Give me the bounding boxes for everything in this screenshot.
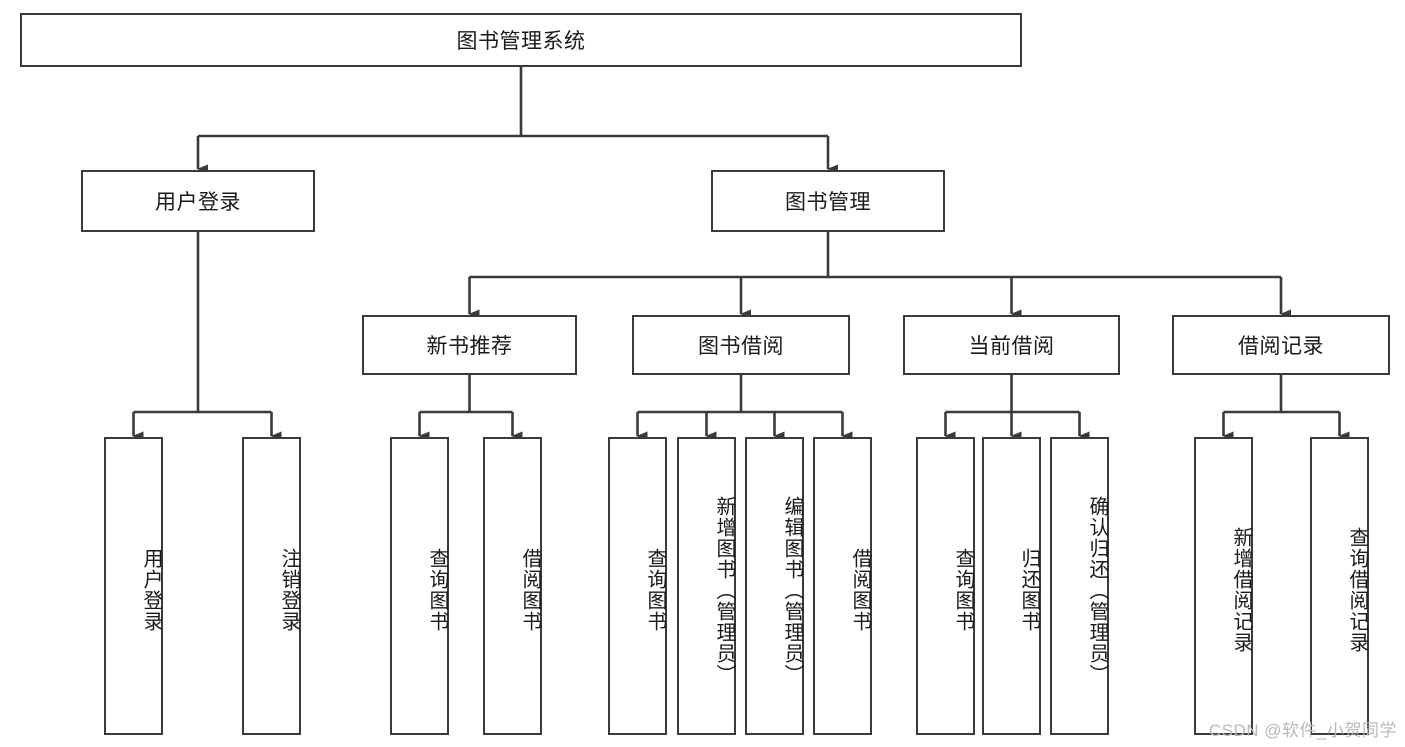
node-label: 查询图书 (952, 548, 974, 632)
node-root[interactable]: 图书管理系统 (20, 13, 1022, 67)
node-label: 编辑图书（管理员） (781, 495, 803, 685)
node-label: 图书管理系统 (456, 30, 586, 53)
node-label: 用户登录 (155, 191, 241, 214)
node-label: 归还图书 (1018, 548, 1040, 632)
node-leaf2[interactable]: 注销登录 (242, 437, 301, 735)
node-label: 图书管理 (785, 191, 871, 214)
node-label: 新增借阅记录 (1230, 527, 1252, 653)
node-label: 确认归还（管理员） (1086, 495, 1108, 685)
node-bookmgmt[interactable]: 图书管理 (711, 170, 945, 232)
node-records[interactable]: 借阅记录 (1172, 315, 1390, 375)
node-label: 图书借阅 (698, 335, 784, 358)
node-current[interactable]: 当前借阅 (903, 315, 1120, 375)
node-label: 查询图书 (644, 548, 666, 632)
node-leaf12[interactable]: 新增借阅记录 (1194, 437, 1253, 735)
node-login[interactable]: 用户登录 (81, 170, 315, 232)
node-leaf13[interactable]: 查询借阅记录 (1310, 437, 1369, 735)
node-leaf8[interactable]: 借阅图书 (813, 437, 872, 735)
node-label: 借阅图书 (849, 548, 871, 632)
node-leaf3[interactable]: 查询图书 (390, 437, 449, 735)
node-leaf11[interactable]: 确认归还（管理员） (1050, 437, 1109, 735)
node-leaf9[interactable]: 查询图书 (916, 437, 975, 735)
node-borrow[interactable]: 图书借阅 (632, 315, 850, 375)
node-label: 借阅记录 (1238, 335, 1324, 358)
node-newbook[interactable]: 新书推荐 (362, 315, 577, 375)
node-label: 新书推荐 (426, 335, 513, 358)
node-label: 新增图书（管理员） (713, 495, 735, 685)
node-label: 查询借阅记录 (1346, 527, 1368, 653)
node-leaf7[interactable]: 编辑图书（管理员） (745, 437, 804, 735)
node-leaf6[interactable]: 新增图书（管理员） (677, 437, 736, 735)
node-leaf5[interactable]: 查询图书 (608, 437, 667, 735)
node-leaf10[interactable]: 归还图书 (982, 437, 1041, 735)
node-leaf1[interactable]: 用户登录 (104, 437, 163, 735)
node-label: 注销登录 (278, 548, 300, 632)
node-leaf4[interactable]: 借阅图书 (483, 437, 542, 735)
node-label: 查询图书 (426, 548, 448, 632)
watermark-text: CSDN @软件_小贺同学 (1208, 721, 1397, 740)
node-label: 用户登录 (140, 548, 162, 632)
node-label: 当前借阅 (968, 335, 1055, 358)
node-label: 借阅图书 (519, 548, 541, 632)
